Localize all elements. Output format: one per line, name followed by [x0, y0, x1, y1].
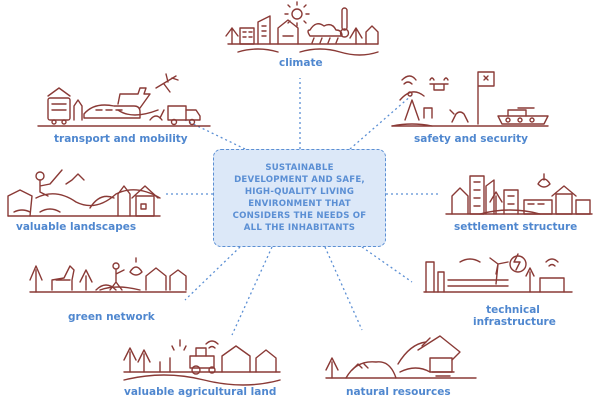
label-infrastructure-line: infrastructure	[473, 316, 556, 328]
connector-safety	[349, 94, 413, 150]
label-climate: climate	[279, 57, 323, 69]
connector-agricultural	[231, 246, 273, 336]
central-goal-line: DEVELOPMENT AND SAFE,	[234, 175, 365, 185]
natural-illustration-icon	[325, 335, 477, 379]
central-goal-line: ALL THE INHABITANTS	[243, 223, 356, 233]
label-settlement-structure: settlement structure	[454, 221, 578, 233]
central-goal-text: SUSTAINABLE DEVELOPMENT AND SAFE, HIGH-Q…	[221, 162, 379, 234]
label-technical-infrastructure: technical infrastructure	[473, 304, 556, 328]
central-goal-line: SUSTAINABLE	[265, 163, 334, 173]
label-valuable-agricultural-land: valuable agricultural land	[124, 386, 277, 398]
settlement-illustration-icon	[445, 173, 593, 215]
central-goal-box: SUSTAINABLE DEVELOPMENT AND SAFE, HIGH-Q…	[213, 149, 386, 247]
technical-illustration-icon	[423, 253, 573, 293]
central-goal-line: CONSIDERS THE NEEDS OF	[232, 211, 367, 221]
label-green-network: green network	[68, 311, 155, 323]
label-safety-and-security: safety and security	[414, 133, 528, 145]
agricultural-illustration-icon	[123, 339, 281, 386]
central-goal-line: ENVIRONMENT THAT	[248, 199, 351, 209]
label-transport-and-mobility: transport and mobility	[54, 133, 188, 145]
transport-illustration-icon	[37, 73, 211, 127]
safety-illustration-icon	[391, 71, 549, 127]
label-natural-resources: natural resources	[346, 386, 451, 398]
connector-transport	[184, 119, 246, 150]
green-illustration-icon	[29, 257, 187, 293]
climate-illustration-icon	[225, 1, 379, 56]
label-technical-line: technical	[486, 304, 540, 316]
central-goal-line: HIGH-QUALITY LIVING	[244, 187, 355, 197]
connector-natural	[324, 246, 363, 331]
label-valuable-landscapes: valuable landscapes	[16, 221, 137, 233]
landscapes-illustration-icon	[7, 169, 161, 217]
connector-technical	[361, 246, 413, 283]
